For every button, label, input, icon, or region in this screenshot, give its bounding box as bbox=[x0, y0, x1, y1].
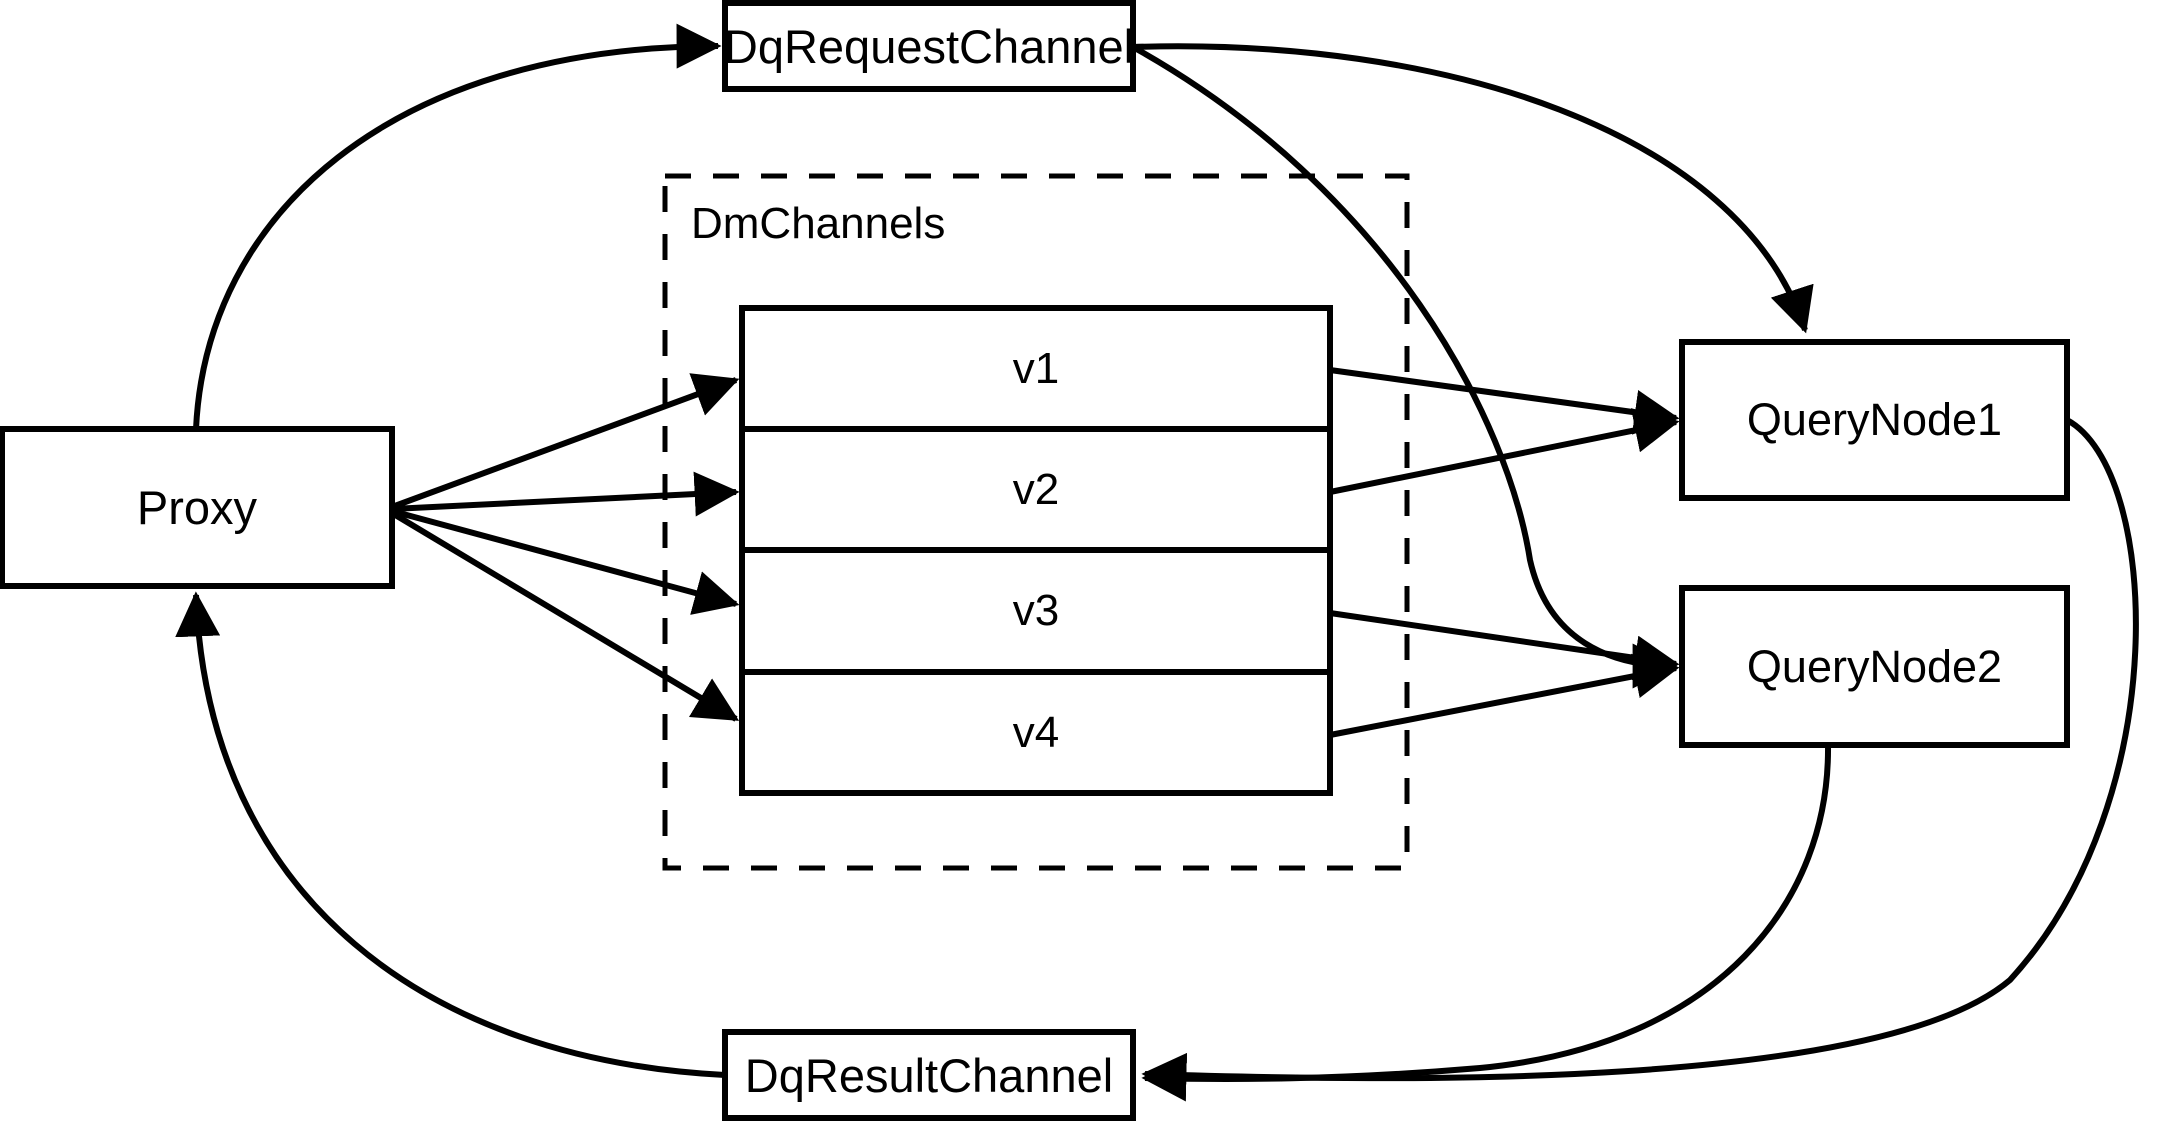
edge-query-node-1-to-dq-result-channel bbox=[1141, 417, 2139, 1098]
edge-proxy-to-v3 bbox=[391, 508, 740, 615]
node-box-dq-result-channel[interactable] bbox=[722, 1029, 1136, 1121]
node-box-proxy[interactable] bbox=[0, 426, 395, 589]
node-box-query-node-2[interactable] bbox=[1679, 585, 2070, 748]
edge-proxy-to-v4 bbox=[390, 510, 740, 722]
node-box-dq-request-channel[interactable] bbox=[722, 0, 1136, 92]
edge-proxy-to-dq-request-channel bbox=[193, 23, 722, 430]
group-box-dm-channels bbox=[662, 173, 1410, 871]
edge-proxy-to-v1 bbox=[390, 373, 740, 510]
edge-proxy-to-v2 bbox=[391, 471, 740, 517]
edge-dq-request-channel-to-query-node-2 bbox=[1131, 44, 1678, 689]
edge-v4-to-query-node-2 bbox=[1329, 653, 1680, 738]
edge-dq-result-channel-to-proxy bbox=[175, 591, 726, 1078]
node-box-query-node-1[interactable] bbox=[1679, 339, 2070, 501]
edge-v3-to-query-node-2 bbox=[1329, 610, 1680, 681]
edge-v1-to-query-node-1 bbox=[1329, 367, 1680, 435]
edge-query-node-2-to-dq-result-channel bbox=[1141, 744, 1832, 1102]
edge-dq-request-channel-to-query-node-1 bbox=[1132, 43, 1814, 334]
group-label-dm-channels: DmChannels bbox=[691, 199, 946, 248]
